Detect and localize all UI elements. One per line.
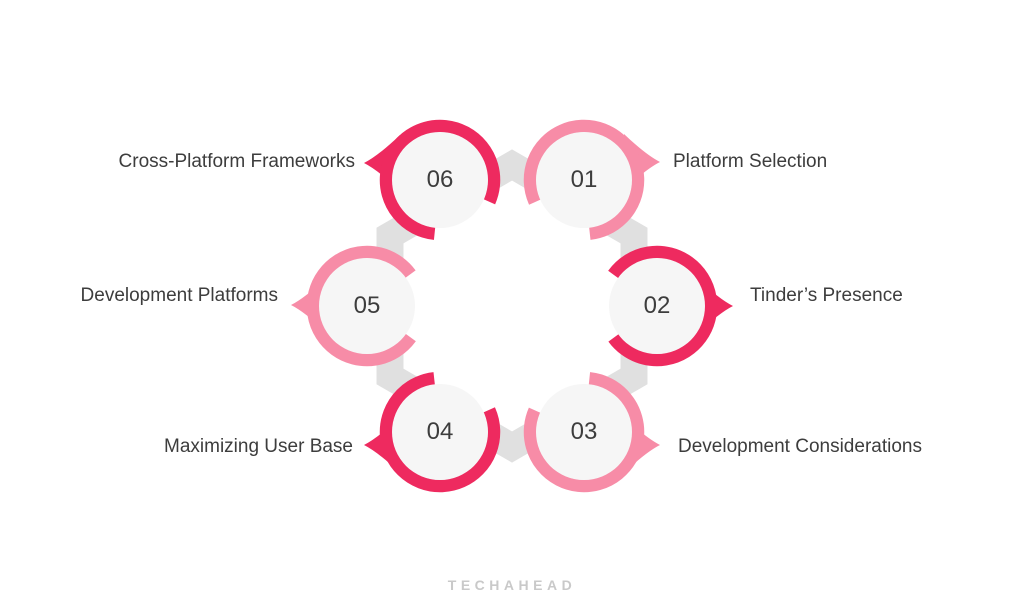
node-ring-05: [306, 245, 428, 367]
node-number-01: 01: [570, 166, 598, 193]
node-05: [291, 245, 428, 367]
node-number-02: 02: [643, 292, 671, 319]
node-06: [364, 119, 501, 241]
node-circle-06: [392, 132, 488, 228]
node-circle-01: [536, 132, 632, 228]
node-number-05: 05: [353, 292, 381, 319]
node-ring-03: [523, 371, 645, 493]
node-circle-05: [319, 258, 415, 354]
node-02: [596, 245, 733, 367]
node-ring-02: [596, 245, 718, 367]
node-number-06: 06: [426, 166, 454, 193]
node-number-03: 03: [570, 418, 598, 445]
node-ring-04: [379, 371, 501, 493]
node-label-02: Tinder’s Presence: [750, 285, 903, 306]
node-label-01: Platform Selection: [673, 151, 828, 172]
node-label-04: Maximizing User Base: [164, 436, 353, 457]
node-ring-06: [379, 119, 501, 241]
brand-logo: TECHAHEAD: [447, 577, 577, 593]
node-number-04: 04: [426, 418, 454, 445]
node-03: [523, 371, 660, 493]
node-circle-03: [536, 384, 632, 480]
hexagon-background: [376, 149, 648, 463]
node-04: [364, 371, 501, 493]
node-label-03: Development Considerations: [678, 436, 922, 457]
node-label-05: Development Platforms: [80, 285, 278, 306]
node-circle-02: [609, 258, 705, 354]
node-01: [523, 119, 660, 241]
node-label-06: Cross-Platform Frameworks: [118, 151, 355, 172]
node-circle-04: [392, 384, 488, 480]
node-ring-01: [523, 119, 645, 241]
